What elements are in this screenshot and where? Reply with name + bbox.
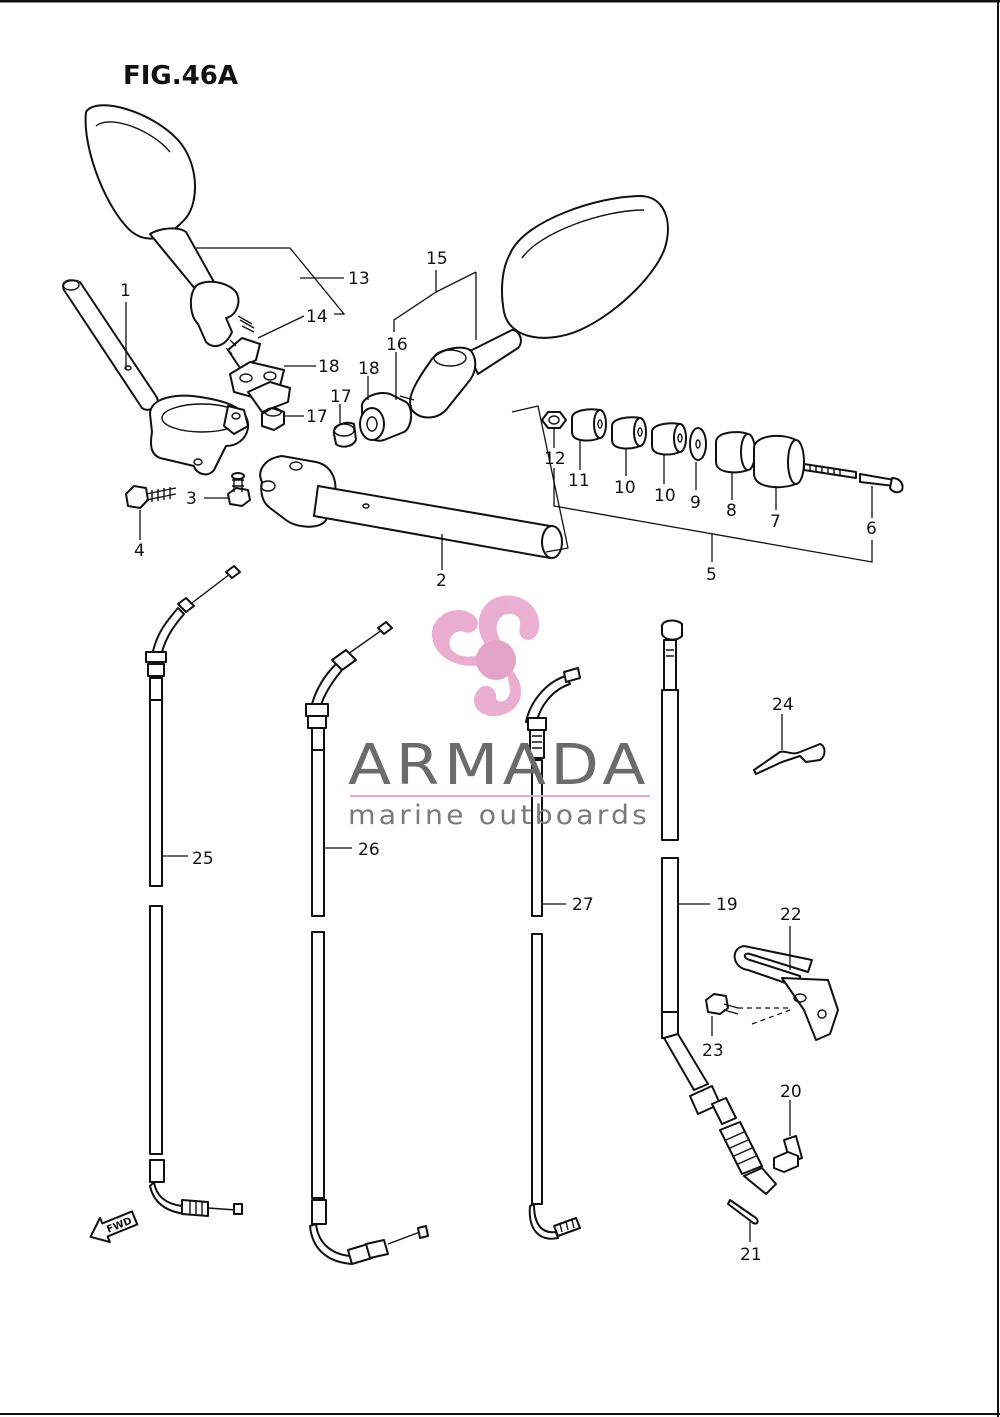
left-mirror-part [84, 104, 255, 348]
callout-12: 12 [544, 449, 566, 469]
callout-18-left: 18 [318, 357, 340, 377]
right-handlebar-part [259, 455, 563, 559]
bolt-3-part [227, 472, 251, 507]
watermark: ARMADA marine outboards [348, 595, 650, 831]
callout-26: 26 [358, 840, 380, 860]
callout-25: 25 [192, 849, 214, 869]
propeller-blade-top [478, 595, 540, 650]
callout-18-right: 18 [358, 359, 380, 379]
callout-8: 8 [726, 501, 737, 521]
brake-hose-19-part [660, 619, 777, 1195]
callout-1: 1 [120, 281, 131, 301]
callout-27: 27 [572, 895, 594, 915]
throttle-cable-25-part [145, 565, 243, 1217]
callout-9: 9 [690, 493, 701, 513]
callout-23: 23 [702, 1041, 724, 1061]
callout-11: 11 [568, 471, 590, 491]
callout-19: 19 [716, 895, 738, 915]
callout-3: 3 [186, 489, 197, 509]
callout-13: 13 [348, 269, 370, 289]
callout-20: 20 [780, 1082, 802, 1102]
watermark-tagline: marine outboards [348, 800, 650, 831]
callout-17-right: 17 [330, 387, 352, 407]
callout-10-a: 10 [614, 478, 636, 498]
bolt-23-part [705, 993, 739, 1015]
callout-4: 4 [134, 541, 145, 561]
propeller-logo-icon [431, 595, 540, 717]
callout-2: 2 [436, 571, 447, 591]
callouts: 1 13 14 15 16 18 18 17 17 3 4 2 12 11 10… [120, 249, 877, 1265]
mirror-cap-left-part [261, 407, 285, 431]
callout-22: 22 [780, 905, 802, 925]
callout-14: 14 [306, 307, 328, 327]
bracket-22-part [733, 945, 839, 1041]
cotter-pin-21-part [727, 1199, 759, 1225]
bolt-4-part [125, 485, 177, 509]
balancer-assembly-part [541, 408, 904, 494]
propeller-blade-left [431, 610, 486, 666]
throttle-cable-27-part [525, 667, 581, 1240]
callout-16: 16 [386, 335, 408, 355]
callout-17-left: 17 [306, 407, 328, 427]
callout-21: 21 [740, 1245, 762, 1265]
mirror-cap-right-part [332, 421, 357, 448]
callout-24: 24 [772, 695, 794, 715]
figure-title: FIG.46A [123, 61, 238, 91]
callout-7: 7 [770, 512, 781, 532]
leader-lines [125, 247, 873, 1242]
left-handlebar-part [62, 279, 250, 476]
propeller-hub [476, 640, 516, 680]
callout-6: 6 [866, 519, 877, 539]
watermark-brand: ARMADA [348, 733, 650, 798]
right-mirror-part [395, 195, 669, 419]
callout-15: 15 [426, 249, 448, 269]
mirror-adapter-right-part [359, 392, 412, 442]
callout-10-b: 10 [654, 486, 676, 506]
clamp-24-part [753, 743, 826, 775]
throttle-cable-26-part [305, 621, 429, 1265]
propeller-blade-right [474, 668, 522, 717]
bolt-20-part [773, 1135, 803, 1173]
mirror-bracket-left-part [229, 361, 291, 413]
mirror-adapter-part [225, 337, 261, 369]
forward-arrow: FWD [89, 1210, 139, 1243]
callout-5: 5 [706, 565, 717, 585]
